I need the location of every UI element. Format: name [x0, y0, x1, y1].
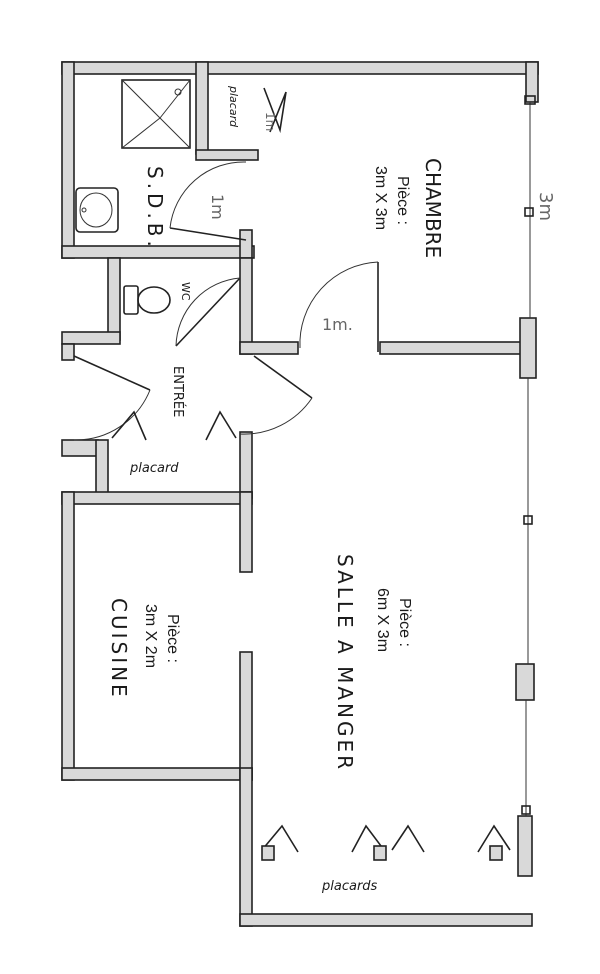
- window-frame-chambre-top: [524, 95, 536, 105]
- placard-door-salle-2: [351, 824, 385, 853]
- placard-door-sdb: [263, 87, 287, 134]
- room-name-salle: SALLE A MANGER: [333, 554, 357, 772]
- dimension-door-sdb: 1m: [208, 194, 227, 220]
- wall-cuisine-left: [61, 491, 75, 781]
- toilet-tank-icon: [123, 285, 139, 315]
- placard-door-entree-1: [111, 410, 147, 441]
- room-size-salle: 6m X 3m: [374, 588, 391, 652]
- wall-chambre-bottom-right: [379, 341, 529, 355]
- toilet-bowl-icon: [137, 286, 171, 314]
- dimension-placard-width: 1m: [263, 112, 277, 131]
- wall-cuisine-right-bottom: [239, 651, 253, 781]
- wall-right-bottom: [517, 815, 533, 877]
- wall-placard-entree-left: [95, 439, 109, 499]
- wall-right-top: [525, 61, 539, 103]
- wall-top: [61, 61, 539, 75]
- door-entree-arc: [73, 389, 151, 441]
- placard-door-salle-1: [261, 824, 299, 853]
- room-label-salle: Pièce :: [396, 598, 413, 647]
- door-wc-arc: [175, 277, 241, 347]
- door-chambre-arc: [299, 261, 379, 349]
- room-name-entree: ENTRÉE: [170, 366, 186, 417]
- door-salle-leaf: [253, 355, 313, 399]
- sink-icon: [75, 187, 119, 233]
- window-frame-salle-low: [521, 805, 531, 815]
- wall-placard-entree-right: [239, 431, 253, 499]
- wall-cuisine-right-top: [239, 491, 253, 573]
- wall-salle-bottom: [239, 913, 533, 927]
- wall-sdb-right-lower: [239, 229, 253, 259]
- wall-chambre-bottom-left: [239, 341, 299, 355]
- window-frame-chambre-mid: [524, 207, 534, 217]
- wall-salle-left: [239, 767, 253, 927]
- wall-wc-bottom: [61, 331, 121, 345]
- wall-wc-right: [239, 257, 253, 355]
- wall-sdb-right-upper: [195, 61, 209, 155]
- room-size-cuisine: 3m X 2m: [142, 604, 159, 668]
- room-label-cuisine: Pièce :: [164, 614, 181, 663]
- wall-wc-left: [107, 257, 121, 341]
- room-label-chambre: Pièce :: [394, 176, 411, 225]
- dimension-chambre-window: 3m: [535, 192, 556, 221]
- wall-cuisine-top: [61, 491, 253, 505]
- room-size-chambre: 3m X 3m: [372, 166, 389, 230]
- fixtures: [75, 79, 191, 315]
- door-salle-arc: [239, 397, 313, 435]
- windows: [521, 95, 536, 816]
- wall-placard-bottom: [195, 149, 259, 161]
- wall-entree-left-top: [61, 343, 75, 361]
- wall-entree-left-bottom: [61, 439, 99, 457]
- door-wc-leaf: [175, 277, 241, 347]
- doors: [73, 161, 379, 441]
- placard-door-salle-3: [391, 824, 425, 853]
- wall-cuisine-bottom: [61, 767, 253, 781]
- annotation-placards-salle: placards: [321, 879, 378, 894]
- room-name-sdb: S.D.B.: [143, 166, 167, 251]
- door-sdb-leaf: [169, 227, 247, 241]
- door-entree-leaf: [73, 355, 151, 391]
- shower-icon: [121, 79, 191, 149]
- placard-door-entree-2: [205, 410, 237, 441]
- wall-right-mid: [519, 317, 537, 379]
- wall-left-upper: [61, 61, 75, 259]
- door-sdb-arc: [169, 161, 247, 229]
- annotation-placard-sdb: placard: [227, 85, 240, 128]
- room-name-cuisine: CUISINE: [107, 598, 131, 700]
- dimension-door-chambre: 1m.: [322, 315, 353, 334]
- wall-right-pillar: [515, 663, 535, 701]
- walls: [61, 61, 539, 927]
- room-name-chambre: CHAMBRE: [421, 158, 445, 258]
- room-name-wc: WC: [179, 282, 192, 301]
- wall-sdb-bottom: [61, 245, 255, 259]
- annotation-placard-entree: placard: [129, 461, 179, 476]
- placard-door-salle-4: [477, 824, 511, 853]
- placard-doors: [111, 87, 511, 861]
- window-frame-salle: [523, 515, 533, 525]
